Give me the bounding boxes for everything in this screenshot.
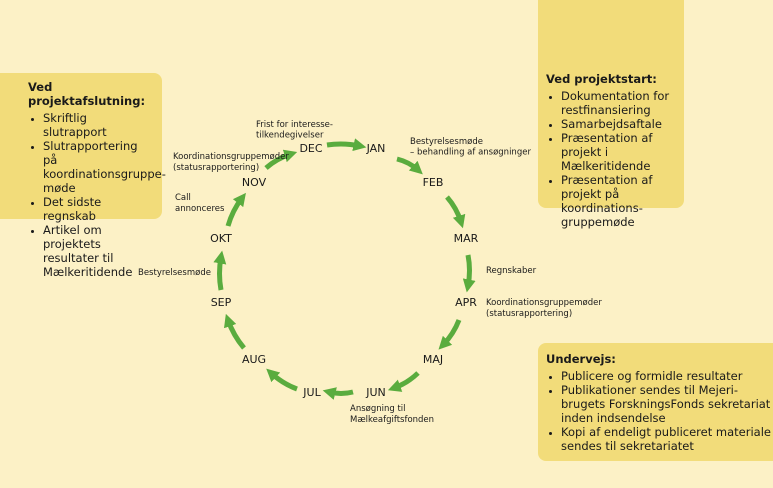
project-midway-item: Publicere og formidle resultater	[561, 369, 773, 383]
month-label-jan: JAN	[366, 142, 386, 155]
project-end-item: Artikel om projektets resultater til Mæl…	[43, 223, 154, 279]
project-midway-list: Publicere og formidle resultater Publika…	[546, 369, 773, 453]
note-nov-line: annonceres	[175, 204, 225, 214]
note-jan-line: Bestyrelsesmøde	[410, 137, 483, 147]
project-end-item: Skriftlig slutrapport	[43, 111, 154, 139]
cycle-arrow	[224, 313, 246, 350]
month-label-nov: NOV	[242, 176, 267, 189]
cycle-arrows	[213, 138, 476, 400]
cycle-arrow	[438, 319, 462, 350]
project-midway-title: Undervejs:	[546, 352, 616, 366]
cycle-arrow	[462, 254, 476, 293]
note-okt: Bestyrelsesmøde	[138, 268, 211, 278]
project-start-item: Præsentation af projekt på koordinations…	[561, 173, 676, 229]
note-mar: Regnskaber	[486, 266, 537, 276]
month-label-apr: APR	[455, 296, 477, 309]
note-apr-line: Koordinationsgruppemøder	[486, 298, 602, 308]
month-label-jun: JUN	[365, 386, 386, 399]
cycle-arrow	[387, 371, 420, 392]
note-dec-top: Frist for interesse- tilkendegivelser	[256, 120, 336, 141]
project-midway-item: Publikationer sendes til Mejeri-brugets …	[561, 383, 773, 425]
project-start-item: Samarbejdsaftale	[561, 117, 676, 131]
month-label-mar: MAR	[454, 232, 479, 245]
month-label-aug: AUG	[242, 353, 266, 366]
month-label-dec: DEC	[299, 142, 322, 155]
note-nov: Call annonceres	[175, 193, 225, 214]
project-end-item: Slutrapportering på koordinationsgruppe-…	[43, 139, 166, 195]
note-jun: Ansøgning til Mælkeafgiftsfonden	[350, 404, 434, 425]
project-midway-item: Kopi af endeligt publiceret materiale se…	[561, 425, 773, 453]
project-end-list: Skriftlig slutrapport Slutrapportering p…	[28, 111, 166, 279]
cycle-arrow	[322, 387, 354, 400]
project-start-box: Ved projektstart: Dokumentation for rest…	[538, 0, 684, 229]
note-apr: Koordinationsgruppemøder (statusrapporte…	[486, 298, 605, 319]
note-nov-line: Call	[175, 193, 191, 203]
note-apr-line: (statusrapportering)	[486, 309, 572, 319]
cycle-arrow	[396, 156, 423, 175]
project-start-title: Ved projektstart:	[546, 72, 657, 86]
note-dec-top-line: Frist for interesse-	[256, 120, 333, 130]
note-dec-top-line: tilkendegivelser	[256, 131, 324, 141]
month-label-maj: MAJ	[423, 353, 443, 366]
project-end-box: Ved projektafslutning: Skriftlig slutrap…	[0, 73, 166, 279]
note-dec-left-line: (statusrapportering)	[173, 163, 259, 173]
note-jun-line: Ansøgning til	[350, 404, 406, 414]
note-jan-line: – behandling af ansøgninger	[410, 148, 531, 158]
month-label-feb: FEB	[423, 176, 444, 189]
project-start-item: Dokumentation for restfinansiering	[561, 89, 676, 117]
cycle-arrow	[213, 250, 227, 291]
project-start-list: Dokumentation for restfinansiering Samar…	[546, 89, 676, 229]
cycle-arrow	[326, 138, 367, 152]
project-midway-box: Undervejs: Publicere og formidle resulta…	[538, 343, 773, 461]
month-label-jul: JUL	[302, 386, 321, 399]
month-label-okt: OKT	[210, 232, 232, 245]
cycle-arrow	[225, 192, 246, 227]
cycle-arrow	[264, 149, 298, 170]
month-label-sep: SEP	[211, 296, 232, 309]
cycle-arrow	[445, 195, 466, 229]
note-dec-left-line: Koordinationsgruppemøder	[173, 152, 289, 162]
project-start-item: Præsentation af projekt i Mælkeritidende	[561, 131, 676, 173]
project-end-title: Ved projektafslutning:	[28, 80, 146, 108]
note-jan: Bestyrelsesmøde – behandling af ansøgnin…	[410, 137, 531, 158]
note-jun-line: Mælkeafgiftsfonden	[350, 415, 434, 425]
note-dec-left: Koordinationsgruppemøder (statusrapporte…	[173, 152, 292, 173]
project-end-item: Det sidste regnskab	[43, 195, 154, 223]
cycle-arrow	[266, 368, 298, 392]
